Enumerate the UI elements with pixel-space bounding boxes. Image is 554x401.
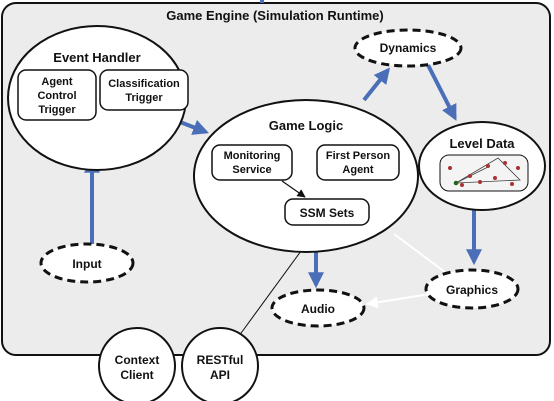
classification-trigger-line-1: Classification [108, 78, 180, 90]
edge-game-logic-to-dynamics [362, 67, 390, 102]
container-title: Game Engine (Simulation Runtime) [166, 8, 383, 23]
edge-event-handler-to-game-logic [179, 119, 209, 135]
first-person-agent-box[interactable] [316, 144, 400, 181]
audio-label: Audio [301, 302, 335, 316]
dynamics-label: Dynamics [380, 41, 437, 55]
agent-control-trigger-line-1: Agent [41, 76, 73, 88]
monitoring-service-line-1: Monitoring [224, 150, 281, 162]
restful-api-line-1: RESTful [197, 353, 244, 367]
level-data-label: Level Data [449, 136, 515, 151]
dynamics-node[interactable] [353, 28, 463, 68]
input-label: Input [72, 257, 101, 271]
monitoring-service-box[interactable] [211, 144, 293, 181]
audio-node[interactable] [270, 288, 366, 328]
input-node[interactable] [39, 242, 135, 284]
agent-control-trigger-line-2: Control [37, 90, 76, 102]
restful-api-node[interactable] [181, 327, 259, 401]
restful-api-line-2: API [210, 368, 230, 382]
classification-trigger-box[interactable] [99, 69, 189, 111]
ssm-sets-label: SSM Sets [300, 206, 355, 220]
edge-dynamics-to-level-data [426, 64, 457, 121]
context-client-line-1: Context [115, 353, 160, 367]
ssm-sets-box[interactable] [284, 198, 370, 226]
graphics-label: Graphics [446, 283, 498, 297]
game-logic-label: Game Logic [269, 118, 343, 133]
first-person-agent-line-2: Agent [342, 164, 374, 176]
edge-monitoring-to-ssm-sets [281, 180, 306, 198]
edge-graphics-to-audio [365, 293, 431, 309]
context-client-line-2: Client [120, 368, 153, 382]
level-map-thumbnail [439, 154, 529, 192]
graphics-node[interactable] [424, 268, 520, 310]
monitoring-service-line-2: Service [232, 164, 271, 176]
agent-control-trigger-box[interactable] [17, 69, 97, 121]
agent-control-trigger-line-3: Trigger [38, 104, 76, 116]
event-handler-label: Event Handler [53, 50, 140, 65]
edge-game-logic-to-graphics [393, 233, 446, 273]
classification-trigger-line-2: Trigger [125, 92, 163, 104]
context-client-node[interactable] [98, 327, 176, 401]
first-person-agent-line-1: First Person [326, 150, 390, 162]
